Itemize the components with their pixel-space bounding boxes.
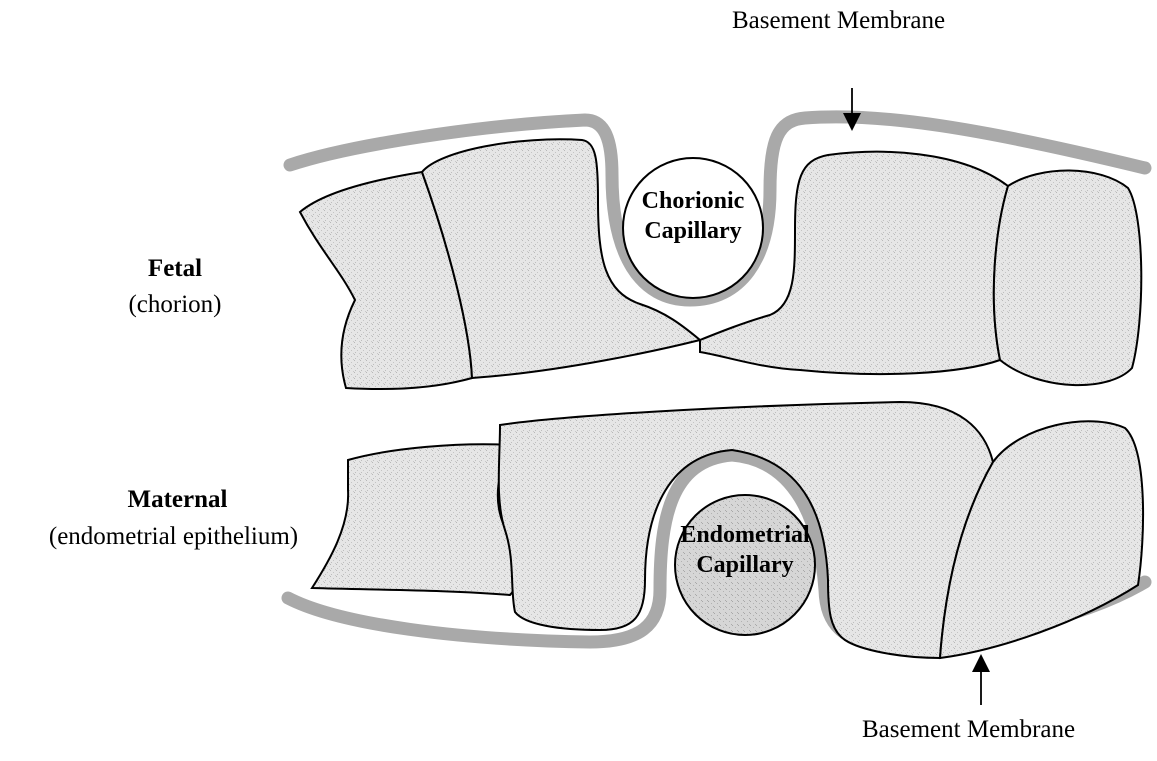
chorionic-capillary-label: Chorionic Capillary [620,186,766,246]
maternal-subtitle: (endometrial epithelium) [6,522,341,552]
endometrial-line-1: Endometrial [654,520,836,550]
fetal-title: Fetal [100,254,250,284]
bottom-basement-membrane-label: Basement Membrane [862,715,1075,745]
fetal-subtitle: (chorion) [100,290,250,320]
chorionic-line-2: Capillary [620,216,766,246]
endometrial-capillary-label: Endometrial Capillary [654,520,836,580]
top-basement-membrane-label: Basement Membrane [732,6,945,36]
endometrial-line-2: Capillary [654,550,836,580]
chorionic-line-1: Chorionic [620,186,766,216]
maternal-title: Maternal [50,485,305,515]
fetal-cell-4 [994,170,1141,385]
maternal-cell-1 [312,444,517,595]
